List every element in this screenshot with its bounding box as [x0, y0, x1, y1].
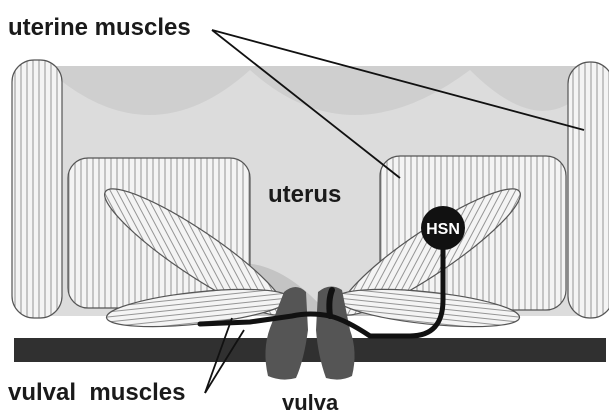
hsn-label: HSN: [426, 221, 460, 238]
vulva-label: vulva: [282, 390, 339, 414]
uterine-muscles-label: uterine muscles: [8, 14, 191, 41]
uterine-muscle-left: [12, 60, 62, 318]
uterus-label: uterus: [268, 181, 341, 208]
body-wall: [14, 338, 606, 362]
vulval-muscles-label: vulval muscles: [8, 379, 185, 406]
uterine-muscle-right: [568, 62, 609, 318]
